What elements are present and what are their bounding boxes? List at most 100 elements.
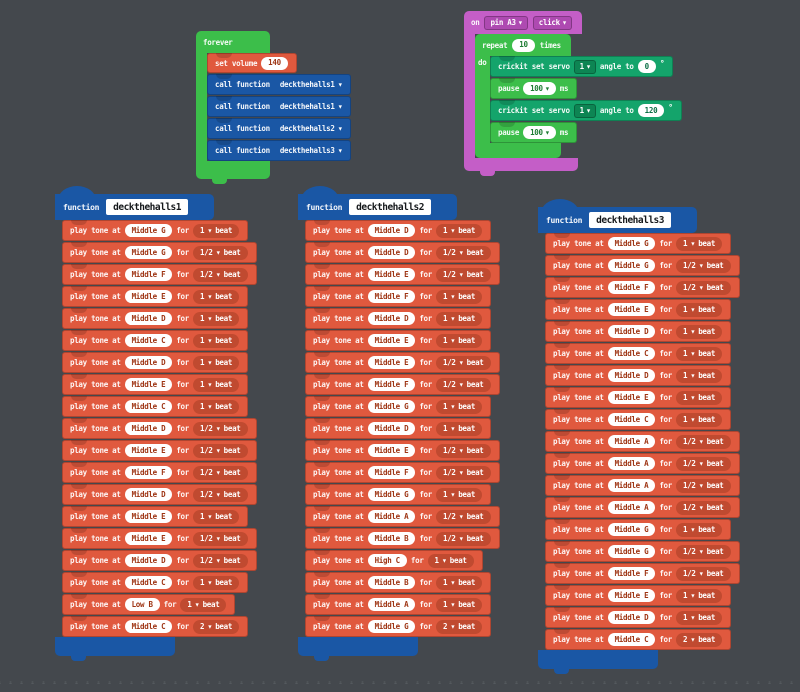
beat-dropdown[interactable]: 1 ▼ beat <box>192 377 240 392</box>
note-field[interactable]: Middle G <box>124 224 173 237</box>
repeat-block[interactable]: repeat 10 times do crickit set servo 1 ▼… <box>475 34 682 163</box>
play-tone-block[interactable]: play tone at Middle E for 1/2 ▼ beat <box>305 352 500 373</box>
play-tone-block[interactable]: play tone at Middle F for 1/2 ▼ beat <box>62 264 257 285</box>
beat-dropdown[interactable]: 1 ▼ beat <box>192 289 240 304</box>
play-tone-block[interactable]: play tone at Middle F for 1/2 ▼ beat <box>305 462 500 483</box>
play-tone-block[interactable]: play tone at Middle F for 1 ▼ beat <box>305 286 492 307</box>
play-tone-block[interactable]: play tone at Middle C for 1 ▼ beat <box>545 409 732 430</box>
play-tone-block[interactable]: play tone at Middle G for 1/2 ▼ beat <box>62 242 257 263</box>
play-tone-block[interactable]: play tone at Middle A for 1/2 ▼ beat <box>305 506 500 527</box>
pause-block[interactable]: pause 100 ▼ ms <box>490 122 578 143</box>
beat-dropdown[interactable]: 1 ▼ beat <box>675 390 723 405</box>
beat-dropdown[interactable]: 1 ▼ beat <box>675 610 723 625</box>
note-field[interactable]: Middle C <box>124 400 173 413</box>
function-header[interactable]: function deckthehalls2 <box>298 194 457 220</box>
beat-dropdown[interactable]: 1 ▼ beat <box>192 355 240 370</box>
beat-dropdown[interactable]: 1/2 ▼ beat <box>435 443 491 458</box>
beat-dropdown[interactable]: 1/2 ▼ beat <box>435 245 491 260</box>
note-field[interactable]: Middle C <box>607 347 656 360</box>
play-tone-block[interactable]: play tone at Middle A for 1/2 ▼ beat <box>545 431 740 452</box>
note-field[interactable]: Middle E <box>367 356 416 369</box>
call-function-name-dropdown[interactable]: deckthehalls1 <box>279 80 335 89</box>
note-field[interactable]: Middle E <box>607 303 656 316</box>
play-tone-block[interactable]: play tone at Middle F for 1/2 ▼ beat <box>62 462 257 483</box>
note-field[interactable]: Middle F <box>367 466 416 479</box>
play-tone-block[interactable]: play tone at Middle C for 2 ▼ beat <box>62 616 249 637</box>
call-function-block[interactable]: call function deckthehalls2 ▼ <box>207 118 351 139</box>
beat-dropdown[interactable]: 1/2 ▼ beat <box>675 258 731 273</box>
note-field[interactable]: Middle E <box>367 334 416 347</box>
call-function-name-dropdown[interactable]: deckthehalls1 <box>279 102 335 111</box>
beat-dropdown[interactable]: 2 ▼ beat <box>435 619 483 634</box>
play-tone-block[interactable]: play tone at Middle E for 1 ▼ beat <box>545 299 732 320</box>
note-field[interactable]: Middle G <box>607 523 656 536</box>
play-tone-block[interactable]: play tone at Middle D for 1 ▼ beat <box>62 352 249 373</box>
play-tone-block[interactable]: play tone at High C for 1 ▼ beat <box>305 550 483 571</box>
beat-dropdown[interactable]: 2 ▼ beat <box>192 619 240 634</box>
play-tone-block[interactable]: play tone at Middle E for 1 ▼ beat <box>62 374 249 395</box>
note-field[interactable]: Middle C <box>124 334 173 347</box>
function-name-input[interactable]: deckthehalls2 <box>349 199 431 215</box>
beat-dropdown[interactable]: 1/2 ▼ beat <box>675 500 731 515</box>
beat-dropdown[interactable]: 1/2 ▼ beat <box>192 465 248 480</box>
beat-dropdown[interactable]: 1/2 ▼ beat <box>435 377 491 392</box>
beat-dropdown[interactable]: 1 ▼ beat <box>435 487 483 502</box>
note-field[interactable]: Middle D <box>607 611 656 624</box>
note-field[interactable]: Middle E <box>607 589 656 602</box>
beat-dropdown[interactable]: 1 ▼ beat <box>675 302 723 317</box>
note-field[interactable]: Middle D <box>124 488 173 501</box>
play-tone-block[interactable]: play tone at Middle C for 1 ▼ beat <box>62 330 249 351</box>
play-tone-block[interactable]: play tone at Middle D for 1 ▼ beat <box>305 308 492 329</box>
note-field[interactable]: Middle E <box>124 532 173 545</box>
beat-dropdown[interactable]: 1 ▼ beat <box>675 236 723 251</box>
angle-value-field[interactable]: 0 <box>637 60 656 73</box>
beat-dropdown[interactable]: 1/2 ▼ beat <box>435 509 491 524</box>
play-tone-block[interactable]: play tone at Middle B for 1 ▼ beat <box>305 572 492 593</box>
note-field[interactable]: Middle D <box>607 325 656 338</box>
servo-number-dropdown[interactable]: 1 ▼ <box>573 103 596 118</box>
note-field[interactable]: Middle E <box>124 378 173 391</box>
beat-dropdown[interactable]: 1 ▼ beat <box>675 588 723 603</box>
play-tone-block[interactable]: play tone at Middle E for 1 ▼ beat <box>305 330 492 351</box>
note-field[interactable]: Middle E <box>124 510 173 523</box>
play-tone-block[interactable]: play tone at Middle G for 1 ▼ beat <box>545 519 732 540</box>
beat-dropdown[interactable]: 1 ▼ beat <box>192 223 240 238</box>
play-tone-block[interactable]: play tone at Middle G for 1 ▼ beat <box>305 396 492 417</box>
note-field[interactable]: Middle E <box>367 444 416 457</box>
call-function-block[interactable]: call function deckthehalls1 ▼ <box>207 96 351 117</box>
beat-dropdown[interactable]: 1 ▼ beat <box>435 597 483 612</box>
note-field[interactable]: Middle D <box>367 246 416 259</box>
angle-value-field[interactable]: 120 <box>637 104 665 117</box>
beat-dropdown[interactable]: 1/2 ▼ beat <box>435 267 491 282</box>
play-tone-block[interactable]: play tone at Middle C for 1 ▼ beat <box>545 343 732 364</box>
beat-dropdown[interactable]: 1 ▼ beat <box>675 522 723 537</box>
play-tone-block[interactable]: play tone at Middle E for 1 ▼ beat <box>62 286 249 307</box>
pause-ms-dropdown[interactable]: 100 ▼ <box>523 126 556 139</box>
note-field[interactable]: Middle C <box>607 413 656 426</box>
play-tone-block[interactable]: play tone at Middle D for 1/2 ▼ beat <box>62 550 257 571</box>
beat-dropdown[interactable]: 1 ▼ beat <box>427 553 474 568</box>
play-tone-block[interactable]: play tone at Middle D for 1/2 ▼ beat <box>305 242 500 263</box>
play-tone-block[interactable]: play tone at Middle A for 1/2 ▼ beat <box>545 475 740 496</box>
note-field[interactable]: Middle A <box>607 501 656 514</box>
function-name-input[interactable]: deckthehalls3 <box>589 212 671 228</box>
play-tone-block[interactable]: play tone at Middle D for 1 ▼ beat <box>305 418 492 439</box>
on-pin-header[interactable]: on pin A3 ▼ click ▼ <box>464 11 582 34</box>
note-field[interactable]: Middle D <box>367 422 416 435</box>
play-tone-block[interactable]: play tone at Middle E for 1/2 ▼ beat <box>62 528 257 549</box>
beat-dropdown[interactable]: 1/2 ▼ beat <box>675 478 731 493</box>
note-field[interactable]: Middle D <box>124 312 173 325</box>
note-field[interactable]: Middle D <box>124 356 173 369</box>
event-dropdown[interactable]: click ▼ <box>532 15 572 30</box>
beat-dropdown[interactable]: 1 ▼ beat <box>192 333 240 348</box>
note-field[interactable]: Middle F <box>607 567 656 580</box>
volume-value-field[interactable]: 140 <box>261 56 288 70</box>
play-tone-block[interactable]: play tone at Middle E for 1/2 ▼ beat <box>305 440 500 461</box>
beat-dropdown[interactable]: 1 ▼ beat <box>675 346 723 361</box>
call-function-block[interactable]: call function deckthehalls3 ▼ <box>207 140 351 161</box>
note-field[interactable]: Middle G <box>607 259 656 272</box>
note-field[interactable]: Middle F <box>367 378 416 391</box>
note-field[interactable]: Middle F <box>124 268 173 281</box>
note-field[interactable]: Middle F <box>124 466 173 479</box>
note-field[interactable]: Middle C <box>124 576 173 589</box>
